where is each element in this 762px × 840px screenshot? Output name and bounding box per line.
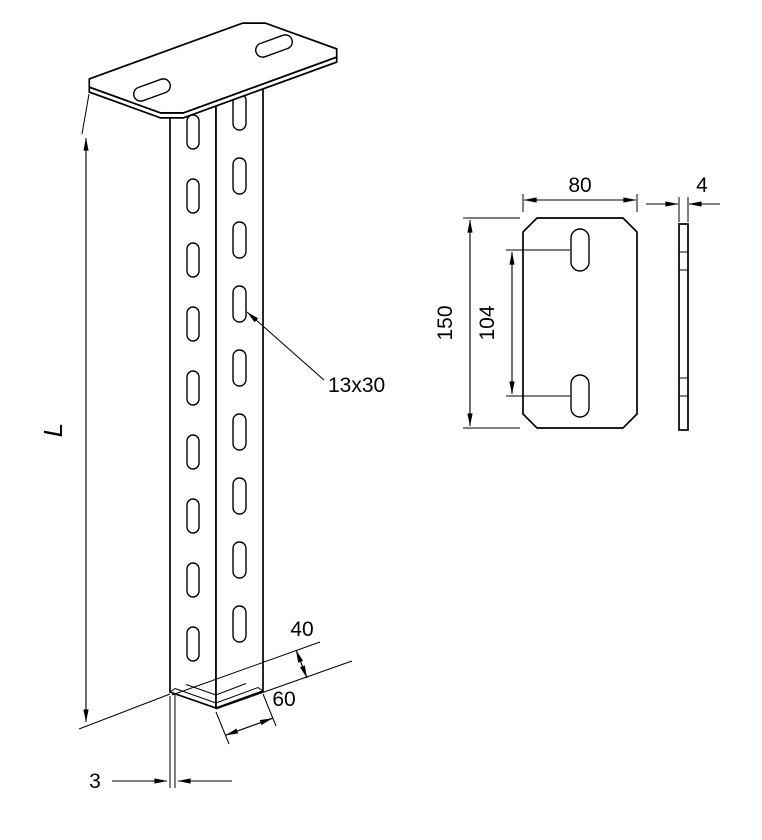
dimension-L: L	[38, 93, 171, 730]
dim-L-label: L	[38, 423, 68, 437]
slot	[186, 242, 200, 278]
slot	[232, 285, 247, 323]
bottom-cap	[169, 688, 176, 693]
dimension-4: 4	[646, 174, 720, 222]
dim-60-label: 60	[272, 688, 295, 711]
slot-size-label: 13x30	[328, 374, 385, 397]
dim-3-label: 3	[89, 770, 101, 793]
slot	[186, 434, 200, 470]
dim-60-ext	[262, 693, 277, 727]
plate-side-view: 4	[646, 174, 720, 431]
bottom-inner-edge	[174, 688, 217, 704]
slot-leader-line	[246, 311, 325, 381]
dim-40-label: 40	[290, 618, 313, 641]
dimension-80: 80	[522, 174, 638, 212]
bottom-far-edge	[215, 683, 247, 696]
plate-outline	[522, 217, 638, 429]
slot	[186, 562, 200, 598]
dim-150-label: 150	[434, 305, 457, 340]
slot	[186, 114, 200, 150]
dim-60-ext	[215, 711, 230, 745]
bottom-inner-edge	[215, 687, 259, 704]
slot	[232, 349, 247, 387]
head-plate-iso	[88, 22, 338, 119]
slot	[232, 541, 247, 579]
dim-80-label: 80	[568, 174, 591, 197]
dimension-40: 40	[171, 618, 353, 710]
dim-L-ext-top	[81, 93, 90, 135]
plate-slot	[255, 34, 293, 58]
bottom-cap	[257, 687, 264, 692]
plate-front-view: 80 150 104	[434, 174, 638, 429]
slot	[186, 370, 200, 406]
flange-slot-column	[186, 114, 200, 662]
slot	[232, 157, 247, 195]
slot	[232, 605, 247, 643]
slot	[186, 178, 200, 214]
callout-slot-size: 13x30	[246, 311, 385, 397]
slot	[186, 626, 200, 662]
dimension-104: 104	[476, 249, 570, 397]
dimension-60: 60	[215, 688, 296, 745]
dim-40-ext	[215, 660, 353, 710]
slot	[232, 477, 247, 515]
plate-slot	[133, 78, 171, 102]
dim-40-ext	[171, 641, 321, 696]
web-slot-column	[232, 93, 247, 643]
plate-side-outline	[678, 223, 689, 431]
dim-4-label: 4	[696, 174, 708, 197]
dimension-3: 3	[89, 694, 232, 793]
dim-104-label: 104	[476, 305, 499, 340]
dim-L-ext-bottom	[78, 693, 171, 730]
u-channel-profile	[169, 72, 264, 710]
slot	[186, 306, 200, 342]
slot	[186, 498, 200, 534]
iso-view: L	[38, 22, 385, 793]
dim-60-line	[225, 717, 273, 736]
channel-bottom-detail	[169, 683, 264, 704]
dim-40-line	[295, 649, 308, 679]
dimension-150: 150	[434, 217, 520, 429]
bottom-far-edge	[185, 684, 217, 696]
head-plate-top-face	[88, 22, 338, 114]
slot	[232, 413, 247, 451]
plate-slot-top	[570, 228, 590, 272]
slot	[232, 221, 247, 259]
plate-slot-bottom	[570, 374, 590, 418]
